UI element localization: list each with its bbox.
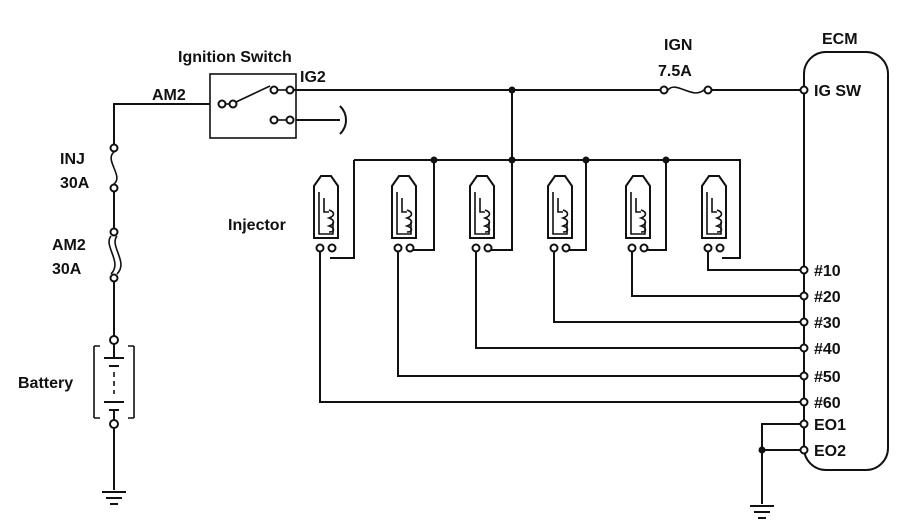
injector-6 bbox=[701, 175, 727, 253]
ecm-ground-symbol bbox=[750, 423, 800, 519]
inj-fuse-rating: 30A bbox=[60, 175, 90, 192]
ecm-terminal-eo1: EO1 bbox=[814, 417, 846, 434]
ig2-line bbox=[294, 86, 804, 160]
ecm-terminal-40: #40 bbox=[814, 341, 841, 358]
inj-fuse-symbol bbox=[109, 143, 119, 193]
ecm-terminal-30: #30 bbox=[814, 315, 841, 332]
injector-2 bbox=[391, 175, 417, 253]
ecm-terminal-10: #10 bbox=[814, 263, 841, 280]
injector-4 bbox=[547, 175, 573, 253]
ecm-terminal-dots bbox=[799, 85, 809, 455]
injector-5 bbox=[625, 175, 651, 253]
am2-terminal-label: AM2 bbox=[152, 87, 186, 104]
injector-3 bbox=[469, 175, 495, 253]
injector-1 bbox=[313, 175, 339, 253]
battery-ground-symbol bbox=[102, 491, 126, 505]
ig-terminal-open-stub bbox=[296, 105, 347, 135]
injector-feed-bus bbox=[330, 156, 741, 259]
ign-fuse-symbol bbox=[659, 85, 713, 95]
ecm-terminal-ig-sw: IG SW bbox=[814, 83, 862, 100]
ecm-box bbox=[803, 51, 889, 471]
ecm-terminal-20: #20 bbox=[814, 289, 841, 306]
ignition-switch-symbol bbox=[209, 73, 297, 139]
ig2-terminal-label: IG2 bbox=[300, 69, 326, 86]
am2-fuse-name: AM2 bbox=[52, 237, 86, 254]
ign-fuse-name: IGN bbox=[664, 37, 692, 54]
ecm-terminal-60: #60 bbox=[814, 395, 841, 412]
ecm-label: ECM bbox=[822, 31, 858, 48]
injector-label: Injector bbox=[228, 217, 286, 234]
ecm-terminal-eo2: EO2 bbox=[814, 443, 846, 460]
battery-label: Battery bbox=[18, 375, 73, 392]
ignition-switch-label: Ignition Switch bbox=[178, 49, 292, 66]
inj-fuse-name: INJ bbox=[60, 151, 85, 168]
supply-line bbox=[113, 103, 210, 490]
am2-fusible-link-symbol bbox=[108, 227, 122, 283]
am2-fuse-rating: 30A bbox=[52, 261, 82, 278]
injector-signal-wires bbox=[319, 252, 802, 403]
ign-fuse-rating: 7.5A bbox=[658, 63, 692, 80]
ecm-terminal-50: #50 bbox=[814, 369, 841, 386]
battery-symbol bbox=[93, 335, 135, 429]
